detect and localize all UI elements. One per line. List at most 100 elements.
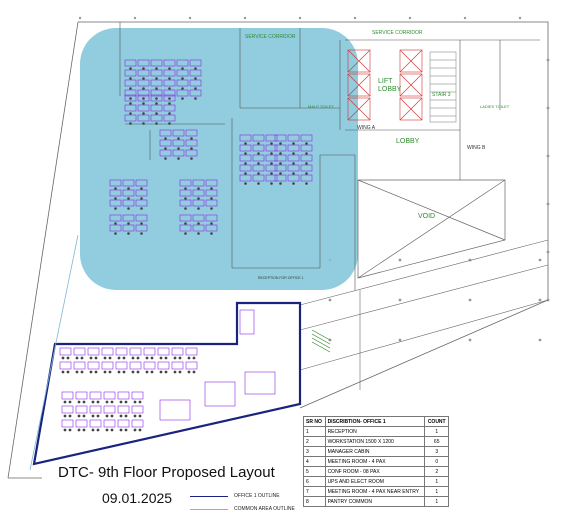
workstation-desk	[137, 59, 150, 67]
chair	[117, 370, 121, 374]
workstation-desk	[185, 361, 198, 370]
chair	[210, 207, 213, 210]
grid-dot	[78, 16, 82, 20]
chair	[114, 207, 117, 210]
grid-dot	[468, 298, 472, 302]
workstation-desk	[172, 129, 185, 137]
workstation-desk	[159, 399, 191, 421]
schedule-cell: PANTRY COMMON	[324, 496, 426, 507]
chair	[292, 182, 295, 185]
workstation-desk	[109, 179, 122, 187]
chair	[138, 400, 142, 404]
workstation-desk	[274, 134, 287, 142]
workstation-desk	[274, 144, 287, 152]
workstation-desk	[137, 89, 150, 97]
workstation-desk	[150, 89, 163, 97]
chair	[66, 356, 70, 360]
chair	[181, 67, 184, 70]
workstation-desk	[179, 224, 192, 232]
workstation-desk	[150, 94, 163, 102]
chair	[105, 428, 109, 432]
grid-dot	[398, 338, 402, 342]
chair	[270, 162, 273, 165]
chair	[164, 370, 168, 374]
chair	[77, 414, 81, 418]
chair	[257, 152, 260, 155]
grid-dot	[243, 16, 247, 20]
workstation-desk	[265, 174, 278, 182]
workstation-desk	[135, 189, 148, 197]
workstation-desk	[179, 199, 192, 207]
schedule-header-description: DISCRIBTION- OFFICE 1	[324, 416, 426, 427]
workstation-desk	[300, 144, 313, 152]
workstation-desk	[131, 419, 144, 428]
chair	[91, 414, 95, 418]
workstation-desk	[75, 419, 88, 428]
workstation-desk	[265, 134, 278, 142]
workstation-desk	[163, 89, 176, 97]
workstation-desk	[87, 347, 100, 356]
schedule-cell: 1	[424, 476, 449, 487]
chair	[168, 87, 171, 90]
schedule-cell: 5	[303, 466, 326, 477]
grid-dot	[398, 298, 402, 302]
chair	[210, 197, 213, 200]
workstation-desk	[150, 104, 163, 112]
chair	[168, 112, 171, 115]
chair	[122, 370, 126, 374]
chair	[142, 77, 145, 80]
chair	[197, 207, 200, 210]
plan-lines	[119, 22, 540, 290]
chair	[82, 414, 86, 418]
chair	[305, 162, 308, 165]
chair	[150, 356, 154, 360]
workstation-desk	[89, 391, 102, 400]
workstation-desk	[171, 361, 184, 370]
workstation-desk	[265, 144, 278, 152]
schedule-cell: 2	[303, 436, 326, 447]
chair	[103, 356, 107, 360]
chair	[82, 428, 86, 432]
chair	[159, 356, 163, 360]
chair	[68, 414, 72, 418]
chair	[279, 172, 282, 175]
workstation-desk	[103, 419, 116, 428]
workstation-desk	[176, 59, 189, 67]
chair	[210, 187, 213, 190]
chair	[184, 197, 187, 200]
chair	[124, 414, 128, 418]
chair	[197, 232, 200, 235]
chair	[136, 370, 140, 374]
chair	[168, 122, 171, 125]
schedule-cell: 4	[303, 456, 326, 467]
schedule-cell: 1	[424, 426, 449, 437]
schedule-cell: MEETING ROOM - 4 PAX NEAR ENTRY	[324, 486, 426, 497]
grid-dot	[408, 16, 412, 20]
chair	[77, 428, 81, 432]
chair	[127, 187, 130, 190]
workstation-desk	[117, 391, 130, 400]
grid-dot	[546, 154, 550, 158]
chair	[91, 400, 95, 404]
chair	[197, 187, 200, 190]
service-corridor-right-label: SERVICE CORRIDOR	[372, 30, 423, 36]
chair	[80, 356, 84, 360]
workstation-desk	[73, 361, 86, 370]
chair	[168, 77, 171, 80]
chair	[66, 370, 70, 374]
common-outline-legend-swatch	[190, 509, 228, 510]
wing-a-label: WING A	[357, 125, 376, 131]
chair	[105, 414, 109, 418]
chair	[131, 370, 135, 374]
workstation-desk	[122, 179, 135, 187]
grid-dot	[353, 16, 357, 20]
chair	[187, 356, 191, 360]
workstation-desk	[61, 391, 74, 400]
workstation-desk	[192, 179, 205, 187]
workstation-desk	[192, 224, 205, 232]
workstation-desk	[122, 224, 135, 232]
workstation-desk	[189, 69, 202, 77]
workstation-desk	[239, 154, 252, 162]
